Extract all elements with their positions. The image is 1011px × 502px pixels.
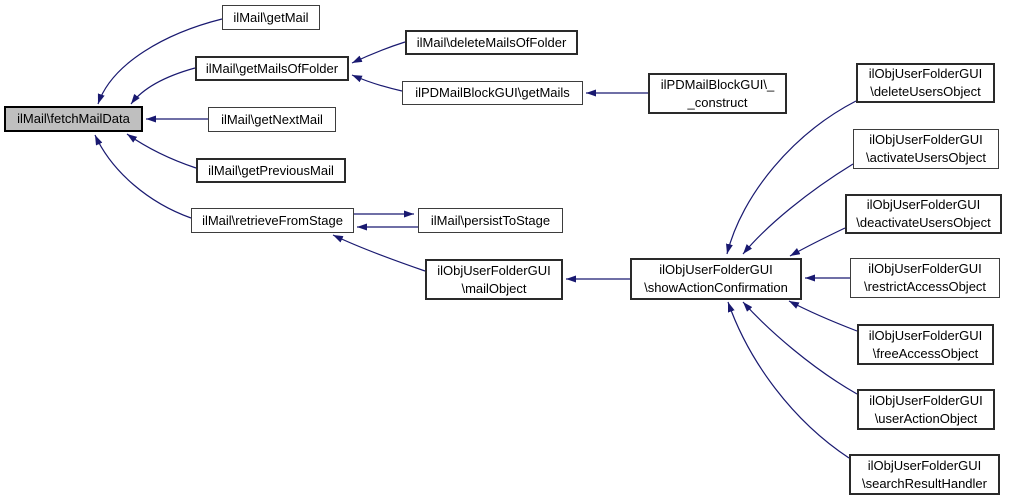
edge-getMail-to-fetchMailData [97,18,223,105]
edge-activateUsersObject-to-showActionConfirmation [742,163,854,255]
edge-deleteMailsOfFolder-to-getMailsOfFolder [351,41,406,64]
graph-node-persistToStage[interactable]: ilMail\persistToStage [418,208,563,233]
graph-node-restrictAccessObject[interactable]: ilObjUserFolderGUI \restrictAccessObject [850,258,1000,298]
graph-node-getPreviousMail[interactable]: ilMail\getPreviousMail [196,158,346,183]
graph-node-getMail[interactable]: ilMail\getMail [222,5,320,30]
graph-node-getNextMail[interactable]: ilMail\getNextMail [208,107,336,132]
graph-node-deactivateUsersObject[interactable]: ilObjUserFolderGUI \deactivateUsersObjec… [845,194,1002,234]
graph-node-getMailsOfFolder[interactable]: ilMail\getMailsOfFolder [195,56,349,81]
graph-node-fetchMailData: ilMail\fetchMailData [4,106,143,132]
edge-deleteUsersObject-to-showActionConfirmation [726,100,857,255]
edge-getMailsOfFolder-to-fetchMailData [130,67,196,105]
edge-deactivateUsersObject-to-showActionConfirmation [789,227,846,257]
graph-node-mailObject[interactable]: ilObjUserFolderGUI \mailObject [425,259,563,300]
graph-node-pdGetMails[interactable]: ilPDMailBlockGUI\getMails [402,81,583,105]
graph-node-activateUsersObject[interactable]: ilObjUserFolderGUI \activateUsersObject [853,129,999,169]
graph-node-retrieveFromStage[interactable]: ilMail\retrieveFromStage [191,208,354,233]
edge-pdGetMails-to-getMailsOfFolder [351,74,403,92]
edge-searchResultHandler-to-showActionConfirmation [727,301,850,459]
graph-node-pdConstruct[interactable]: ilPDMailBlockGUI\_ _construct [648,73,787,114]
graph-node-freeAccessObject[interactable]: ilObjUserFolderGUI \freeAccessObject [857,324,994,365]
edge-mailObject-to-retrieveFromStage [332,234,426,272]
graph-node-showActionConfirmation[interactable]: ilObjUserFolderGUI \showActionConfirmati… [630,258,802,300]
graph-node-searchResultHandler[interactable]: ilObjUserFolderGUI \searchResultHandler [849,454,1000,495]
graph-node-deleteUsersObject[interactable]: ilObjUserFolderGUI \deleteUsersObject [856,63,995,103]
edge-freeAccessObject-to-showActionConfirmation [788,300,858,332]
edge-getPreviousMail-to-fetchMailData [126,133,197,169]
graph-node-deleteMailsOfFolder[interactable]: ilMail\deleteMailsOfFolder [405,30,578,55]
edge-userActionObject-to-showActionConfirmation [742,301,858,395]
edge-retrieveFromStage-to-fetchMailData [94,134,192,219]
graph-node-userActionObject[interactable]: ilObjUserFolderGUI \userActionObject [857,389,995,430]
